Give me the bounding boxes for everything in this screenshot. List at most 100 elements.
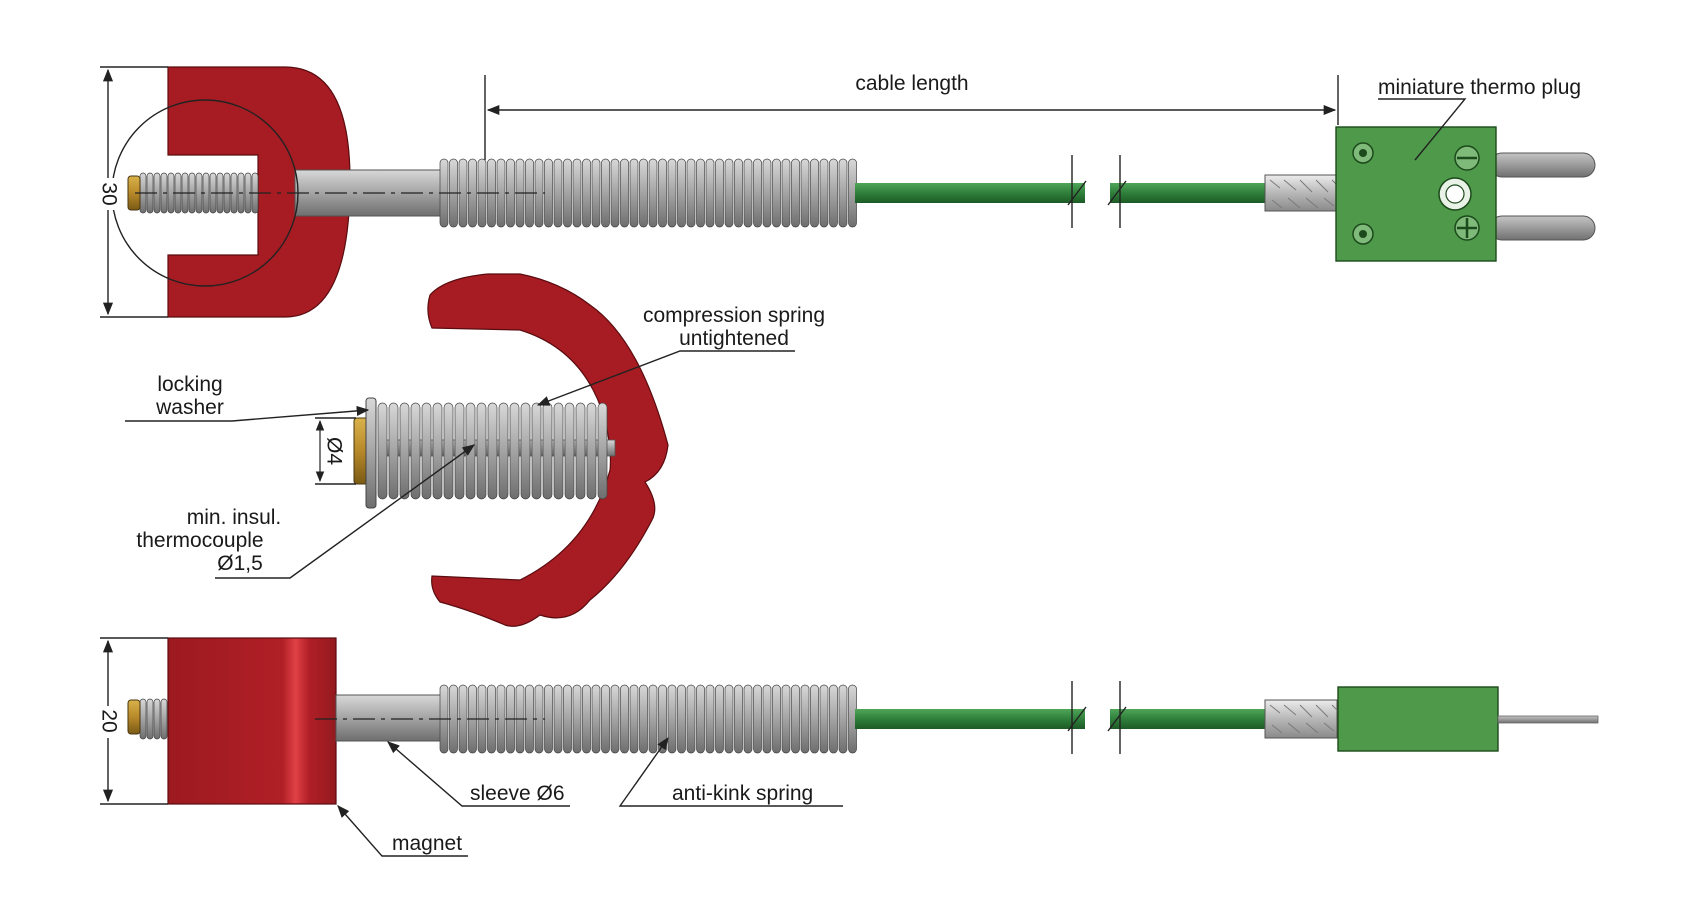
spring-coil [696, 158, 705, 228]
cable-top-left [855, 183, 1085, 203]
spring-coil [810, 684, 819, 754]
spring-coil [531, 402, 542, 500]
spring-coil [399, 402, 410, 500]
thermocouple-label-1: min. insul. [187, 506, 282, 529]
dimension-d4-label: Ø4 [322, 437, 345, 465]
spring-coil [591, 158, 601, 228]
plug-body-side [1337, 686, 1499, 752]
spring-coil [443, 402, 454, 500]
spring-coil [629, 684, 639, 754]
spring-coil [753, 158, 762, 228]
spring-coil [658, 684, 667, 754]
cable-side-right [1110, 709, 1270, 729]
spring-coil [601, 684, 610, 754]
spring-coil [454, 402, 465, 500]
spring-coil [648, 158, 658, 228]
spring-coil [686, 684, 696, 754]
spring-coil [476, 402, 487, 500]
spring-coil [791, 684, 800, 754]
spring-coil [388, 402, 399, 500]
spring-coil [586, 402, 597, 500]
spring-coil [686, 158, 696, 228]
spring-coil [838, 158, 848, 228]
spring-coil [582, 684, 591, 754]
plug-pin-side [1497, 715, 1599, 724]
spring-coil [705, 158, 715, 228]
spring-coil [819, 684, 829, 754]
locking-washer-label-2: washer [155, 396, 224, 419]
spring-coil [410, 402, 421, 500]
spring-coil [582, 158, 591, 228]
anti-kink-spring-side [439, 684, 857, 754]
spring-coil [610, 684, 620, 754]
crimp-sleeve-top [1264, 174, 1338, 212]
sleeve-side [335, 694, 447, 742]
spring-coil [772, 158, 781, 228]
spring-coil [629, 158, 639, 228]
dimension-30-label: 30 [97, 182, 120, 205]
spring-coil [715, 158, 724, 228]
spring-coil [575, 402, 586, 500]
spring-coil [658, 158, 667, 228]
spring-coil [553, 684, 563, 754]
spring-coil [432, 402, 443, 500]
spring-coil [563, 158, 572, 228]
spring-coil [667, 158, 677, 228]
plug-pin-lower [1489, 215, 1596, 241]
spring-coil [677, 684, 686, 754]
spring-coil [153, 698, 161, 740]
cable-top-right [1110, 183, 1270, 203]
locking-washer-detail [365, 397, 377, 509]
magnet-label: magnet [392, 832, 462, 855]
spring-coil [800, 684, 810, 754]
spring-coil [838, 684, 848, 754]
spring-coil [553, 402, 564, 500]
spring-coil [563, 684, 572, 754]
cable-side-left [855, 709, 1085, 729]
spring-coil [597, 402, 608, 500]
spring-coil [487, 402, 498, 500]
cable-length-label: cable length [855, 72, 968, 95]
spring-coil [601, 158, 610, 228]
spring-coil [639, 684, 648, 754]
dimension-20-label: 20 [97, 709, 120, 732]
spring-coil [520, 402, 531, 500]
spring-coil [743, 684, 753, 754]
spring-coil [648, 684, 658, 754]
spring-coil [421, 402, 432, 500]
spring-coil [734, 158, 743, 228]
spring-coil [572, 684, 582, 754]
top-view: cable length miniature thermo plug 30 [96, 66, 1596, 318]
thermocouple-label-3: Ø1,5 [217, 552, 263, 575]
spring-coil [762, 684, 772, 754]
compression-spring-detail [377, 402, 608, 500]
spring-coil [667, 684, 677, 754]
spring-coil [819, 158, 829, 228]
plug-pin-upper [1489, 152, 1596, 178]
spring-coil [591, 684, 601, 754]
spring-coil [146, 698, 154, 740]
spring-coil [753, 684, 762, 754]
spring-coil [620, 158, 629, 228]
spring-coil [791, 158, 800, 228]
spring-coil [572, 158, 582, 228]
spring-coil [639, 158, 648, 228]
magnet-side [167, 637, 337, 805]
compression-spring-label-2: untightened [679, 327, 789, 350]
spring-coil [734, 684, 743, 754]
locking-washer-label-1: locking [157, 373, 222, 396]
spring-coil [743, 158, 753, 228]
spring-coil [610, 158, 620, 228]
spring-coil [465, 402, 476, 500]
spring-coil [800, 158, 810, 228]
spring-coil [553, 158, 563, 228]
side-view: 20 sleeve Ø6 anti-kink spring magnet [96, 637, 1599, 857]
spring-coil [724, 158, 734, 228]
thermocouple-label-2: thermocouple [136, 529, 263, 552]
spring-coil [544, 684, 553, 754]
spring-coil [829, 158, 838, 228]
spring-coil [564, 402, 575, 500]
miniature-thermo-plug-label: miniature thermo plug [1378, 76, 1581, 99]
